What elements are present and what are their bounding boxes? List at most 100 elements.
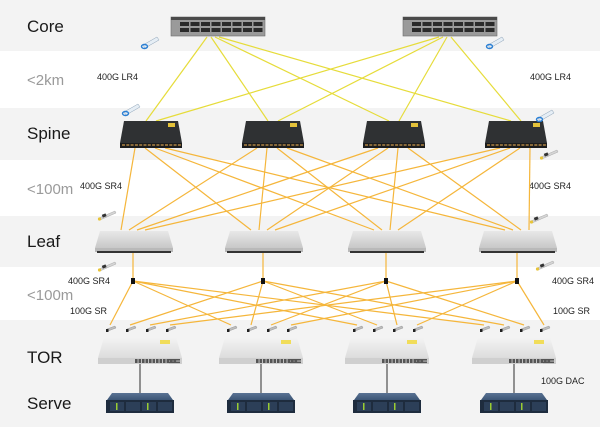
link-label-tor-server: 100G DAC bbox=[541, 376, 585, 386]
sfp-transceiver bbox=[146, 325, 157, 332]
breakout-node bbox=[384, 278, 388, 284]
link-leaf-tor bbox=[516, 280, 545, 326]
sr4-transceiver-latch bbox=[543, 152, 549, 157]
tor-uplink-port bbox=[290, 359, 301, 361]
link-label-core-spine-left: 400G LR4 bbox=[97, 72, 139, 82]
link-core-spine bbox=[210, 36, 269, 122]
server-drive-bay bbox=[263, 402, 277, 411]
tor-uplink-port bbox=[416, 361, 427, 364]
spine-port bbox=[382, 144, 386, 146]
core-port bbox=[222, 22, 231, 26]
core-port bbox=[464, 28, 474, 32]
tor-uplink-port bbox=[290, 361, 301, 364]
link-spine-leaf bbox=[128, 147, 258, 231]
lr4-transceiver-body bbox=[123, 103, 141, 116]
core-port bbox=[190, 22, 200, 26]
transceiver-latch bbox=[540, 329, 543, 332]
sfp-transceiver bbox=[267, 325, 278, 332]
core-port bbox=[454, 28, 463, 32]
tor-port bbox=[540, 359, 544, 363]
spine-port bbox=[287, 144, 290, 146]
transceiver-latch bbox=[146, 329, 149, 332]
sfp-transceiver bbox=[106, 325, 117, 332]
server-drive-bay bbox=[126, 402, 140, 411]
sfp-transceiver bbox=[166, 325, 177, 332]
core-port bbox=[211, 28, 221, 32]
lr4-transceiver-pull-tab bbox=[535, 116, 544, 123]
spine-switch-front bbox=[242, 143, 304, 148]
breakout-node bbox=[515, 278, 519, 284]
transceiver-leaf-lower-left bbox=[97, 261, 117, 272]
server-led bbox=[268, 403, 270, 410]
link-label-leaf-tor-400g-right: 400G SR4 bbox=[552, 276, 595, 286]
spine-port bbox=[517, 144, 521, 146]
spine-port bbox=[395, 144, 399, 146]
tor-port bbox=[420, 359, 424, 363]
transceiver-latch bbox=[500, 329, 503, 332]
tor-switch bbox=[472, 337, 556, 364]
distance-label-leaf-tor: <100m bbox=[27, 287, 74, 304]
sr4-transceiver-latch bbox=[101, 264, 107, 269]
core-port bbox=[422, 28, 432, 32]
sfp-transceiver bbox=[247, 325, 258, 332]
tor-port bbox=[284, 359, 287, 363]
distance-label-spine-leaf: <100m bbox=[27, 181, 74, 198]
spine-port bbox=[408, 144, 411, 146]
leaf-switch-ports bbox=[350, 251, 424, 253]
spine-port bbox=[386, 144, 390, 146]
link-leaf-tor bbox=[262, 280, 378, 326]
link-label-leaf-tor-100g-right: 100G SR bbox=[553, 306, 591, 316]
spine-port bbox=[122, 144, 125, 146]
sr4-transceiver-latch bbox=[101, 213, 107, 218]
link-spine-leaf bbox=[154, 147, 375, 231]
spine-port bbox=[160, 144, 164, 146]
spine-port bbox=[156, 144, 160, 146]
link-spine-leaf bbox=[276, 147, 383, 231]
spine-switch-label bbox=[290, 123, 297, 127]
breakout-node bbox=[261, 278, 265, 284]
spine-port bbox=[282, 144, 286, 146]
tor-switch-label bbox=[534, 340, 544, 344]
spine-switch-body bbox=[120, 121, 182, 143]
server-drive-bay bbox=[247, 402, 261, 411]
link-leaf-tor bbox=[385, 280, 525, 326]
core-switch bbox=[402, 16, 498, 37]
sr4-transceiver-tab bbox=[535, 267, 540, 271]
link-spine-leaf bbox=[397, 147, 521, 231]
link-label-spine-leaf-right: 400G SR4 bbox=[529, 181, 572, 191]
spine-port bbox=[134, 144, 138, 146]
tor-port bbox=[173, 359, 177, 363]
server-led bbox=[237, 403, 239, 410]
lr4-transceiver-pull-tab bbox=[140, 43, 149, 50]
link-spine-leaf bbox=[266, 147, 389, 231]
spine-port bbox=[265, 144, 269, 146]
link-spine-leaf bbox=[120, 147, 136, 231]
tor-switch bbox=[98, 337, 182, 364]
spine-port bbox=[126, 144, 130, 146]
transceiver-latch bbox=[520, 329, 523, 332]
tor-port bbox=[259, 359, 263, 363]
leaf-switch-front bbox=[95, 248, 173, 252]
spine-switch bbox=[120, 121, 182, 148]
spine-port bbox=[165, 144, 168, 146]
transceiver-latch bbox=[267, 329, 270, 332]
sfp-transceiver bbox=[500, 325, 511, 332]
distance-label-core-spine: <2km bbox=[27, 72, 65, 89]
tor-port bbox=[138, 359, 142, 363]
spine-port bbox=[399, 144, 403, 146]
spine-port bbox=[542, 144, 546, 146]
sr4-transceiver-body bbox=[540, 149, 559, 160]
leaf-switch bbox=[348, 231, 426, 253]
lr4-transceiver-body bbox=[487, 36, 505, 49]
core-port bbox=[443, 28, 453, 32]
tor-port bbox=[256, 359, 259, 363]
server bbox=[480, 393, 548, 413]
link-core-spine bbox=[155, 36, 440, 122]
sr4-transceiver-tab bbox=[529, 220, 534, 224]
core-port bbox=[232, 28, 242, 32]
server bbox=[353, 393, 421, 413]
sr4-transceiver-latch bbox=[533, 216, 539, 221]
tor-port bbox=[291, 359, 294, 363]
tier-label-core: Core bbox=[27, 17, 64, 36]
spine-switch-label bbox=[533, 123, 540, 127]
